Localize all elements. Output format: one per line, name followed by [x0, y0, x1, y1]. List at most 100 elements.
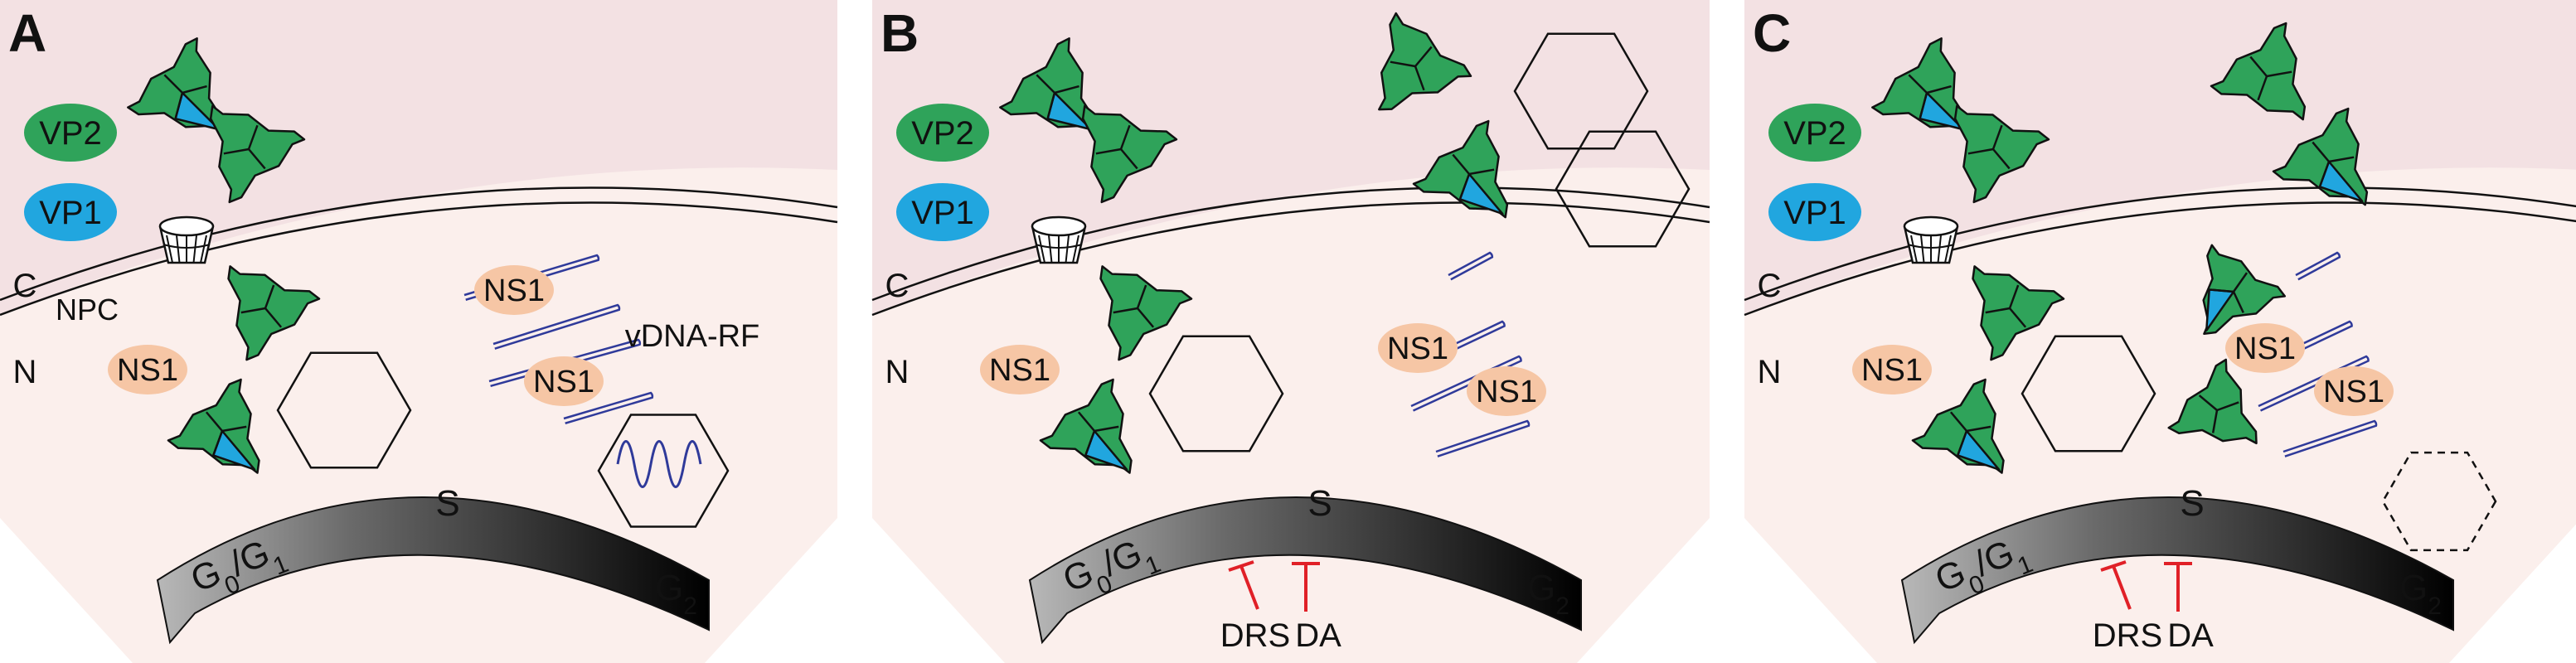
vp2-legend — [1768, 104, 1861, 162]
capsid-edge — [163, 74, 183, 94]
capsid-edge — [1084, 430, 1096, 455]
drs-label: DRS — [2093, 617, 2162, 654]
capsid-cyto-3 — [1378, 12, 1472, 111]
capsid-cyto-4 — [2272, 107, 2369, 206]
capsid-edge — [1957, 430, 1968, 455]
vp2-capsid-body — [1972, 265, 2065, 361]
capsid-edge — [1113, 307, 1138, 314]
panel-letter: C — [1753, 3, 1791, 63]
nucleus-label: N — [1758, 354, 1782, 390]
ns1-label: NS1 — [1861, 353, 1923, 388]
capsid-edge — [2232, 272, 2249, 293]
npc-spoke — [1937, 235, 1942, 264]
vdna-rf-label: vDNA-RF — [625, 319, 760, 354]
nuclear-envelope-inner — [1744, 201, 2576, 317]
capsid-edge — [1992, 148, 2011, 170]
ns1-protein — [2314, 366, 2394, 416]
phase-g2-label: G2 — [2399, 568, 2442, 620]
vp2-capsid-body — [1953, 104, 2050, 204]
ns1-label: NS1 — [2234, 332, 2296, 366]
capsid-edge — [1459, 173, 1471, 199]
npc-spoke — [1065, 235, 1070, 264]
nucleus-label: N — [13, 354, 37, 390]
npc-ring — [163, 244, 211, 249]
npc-ring — [1907, 244, 1955, 249]
vp2-capsid-body — [2167, 358, 2258, 445]
vdna-strand — [1448, 251, 1494, 281]
capsid-cyto-2 — [1953, 104, 2050, 204]
vdna-strand — [2295, 251, 2341, 281]
capsid-edge — [2312, 141, 2330, 162]
capsid-nuc-1 — [1099, 265, 1193, 361]
empty-capsid-hexagon — [276, 351, 412, 469]
ns1-label: NS1 — [117, 353, 178, 388]
capsid-cyto-2 — [209, 104, 306, 204]
capsid-cyto-1 — [1871, 37, 1969, 134]
capsid-edge — [174, 92, 184, 118]
npc-rim — [1031, 215, 1087, 237]
capsid-nuc-2 — [167, 378, 260, 474]
cell-cycle-arc — [1028, 496, 1582, 645]
vp1-legend — [1768, 183, 1861, 241]
da-label: DA — [1295, 617, 1341, 654]
npc-label: NPC — [56, 293, 119, 327]
capsid-edge — [1136, 284, 1147, 309]
vdna-strand — [563, 391, 654, 424]
vdna-strand — [1410, 320, 1506, 370]
vp2-capsid-body — [2202, 244, 2287, 336]
phase-g2-part: 2 — [1555, 593, 1569, 620]
drs-inhibitor-bar — [1228, 560, 1254, 572]
vp1-legend — [24, 183, 117, 241]
capsid-edge — [1966, 425, 1991, 433]
capsid-edge — [1094, 425, 1119, 433]
ns1-label: NS1 — [533, 365, 594, 399]
phase-s-label: S — [1307, 483, 1332, 524]
capsid-cyto-1 — [999, 37, 1097, 134]
capsid-edge — [1919, 92, 1928, 118]
capsid-edge — [205, 411, 223, 432]
capsid-edge — [1949, 411, 1967, 432]
phase-g2-label: G2 — [655, 568, 697, 620]
capsid-edge — [1137, 307, 1155, 328]
vp2-capsid-body — [1099, 265, 1193, 361]
vp1-legend-label: VP1 — [39, 195, 102, 231]
capsid-edge — [2210, 288, 2234, 293]
capsid-edge — [1054, 85, 1079, 94]
npc-spoke — [192, 235, 197, 264]
empty-capsid-hexagon — [2021, 335, 2156, 452]
ns1-label: NS1 — [2323, 375, 2384, 409]
capsid-cyto-4 — [1412, 119, 1509, 219]
capsid-nuc-2 — [1911, 378, 2005, 474]
phase-g2-label: G2 — [1527, 568, 1569, 620]
npc-pore — [1031, 215, 1087, 264]
cytoplasm-label: C — [885, 268, 910, 304]
npc-spoke — [1910, 235, 1918, 264]
packaged-genome — [616, 440, 702, 488]
nuclear-envelope-inner — [0, 201, 838, 317]
capsid-edge — [1077, 411, 1095, 432]
vp1-legend — [896, 183, 989, 241]
capsid-edge — [248, 148, 266, 170]
npc-spoke — [200, 235, 207, 264]
cytoplasm-label: C — [13, 268, 37, 304]
cytoplasmic-hexagon-1 — [1513, 32, 1649, 150]
capsid-edge — [247, 124, 259, 150]
nucleus-label: N — [885, 354, 910, 390]
phase-g2-part: G — [2399, 568, 2428, 608]
vdna-strand — [492, 303, 621, 350]
capsid-edge — [1452, 153, 1470, 175]
vdna-strand — [463, 254, 600, 301]
ns1-label: NS1 — [1476, 375, 1537, 409]
empty-capsid-hexagon — [1148, 335, 1284, 452]
npc-spoke — [176, 235, 181, 264]
npc-pore — [1903, 215, 1959, 264]
nuclear-envelope-outer — [0, 186, 838, 302]
ns1-label: NS1 — [1387, 332, 1448, 366]
ns1-label: NS1 — [483, 273, 545, 308]
cell-cycle-arc — [1900, 496, 2454, 645]
cell-cycle-arc — [156, 496, 710, 645]
capsid-edge — [223, 148, 250, 155]
ns1-protein — [1467, 366, 1546, 416]
